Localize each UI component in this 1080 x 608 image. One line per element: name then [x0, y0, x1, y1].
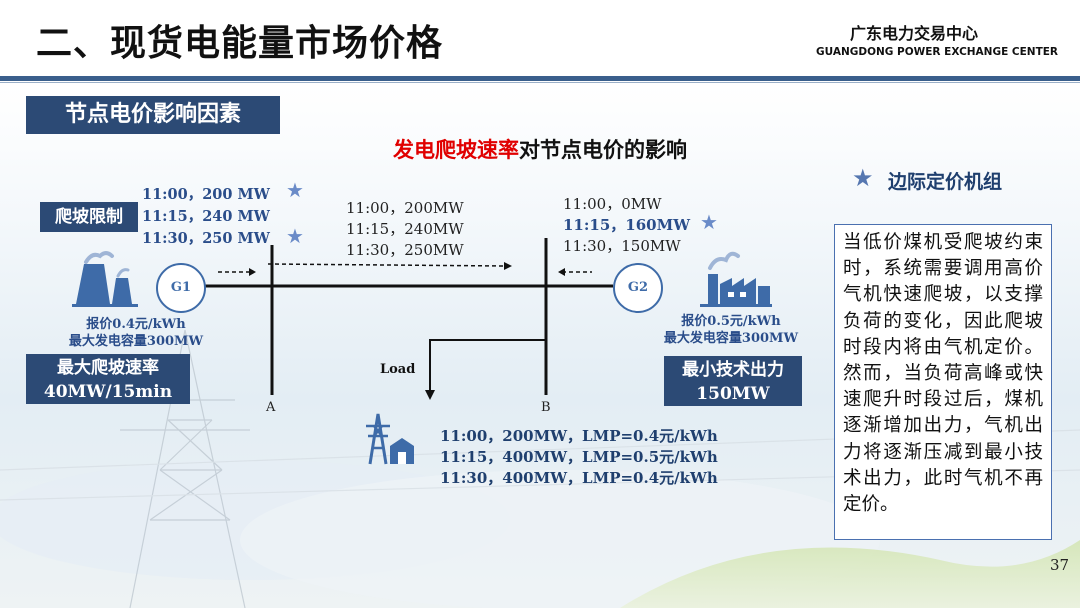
load-label: Load: [380, 362, 416, 377]
generator-g2: G2: [613, 263, 663, 313]
line-flow-row: 11:15，240MW: [346, 220, 464, 238]
diagram-heading: 发电爬坡速率对节点电价的影响: [0, 134, 1080, 164]
load-schedule-row: 11:15，400MW，LMP=0.5元/kWh: [440, 448, 718, 466]
gas-plant-icon: [700, 251, 772, 307]
section-label: 节点电价影响因素: [26, 96, 280, 134]
node-a-label: A: [266, 400, 276, 415]
min-output-value: 150MW: [696, 384, 770, 404]
load-schedule-row: 11:30，400MW，LMP=0.4元/kWh: [440, 469, 718, 487]
g2-info: 报价0.5元/kWh 最大发电容量300MW: [658, 313, 804, 347]
min-output-box: 最小技术出力 150MW: [664, 356, 802, 406]
line-flow-schedule: 11:00，200MW 11:15，240MW 11:30，250MW: [346, 198, 464, 261]
g1-schedule-row: 11:00，200 MW: [142, 186, 270, 203]
line-flow-row: 11:30，250MW: [346, 241, 464, 259]
g1-capacity: 最大发电容量300MW: [68, 334, 204, 349]
page-number: 37: [1050, 556, 1070, 574]
star-icon: ★: [286, 178, 304, 202]
header-divider: [0, 76, 1080, 81]
g1-schedule: 11:00，200 MW 11:15，240 MW 11:30，250 MW: [142, 184, 270, 250]
explanation-box: 当低价煤机受爬坡约束时，系统需要调用高价气机快速爬坡，以支撑负荷的变化，因此爬坡…: [834, 224, 1052, 540]
g1-info: 报价0.4元/kWh 最大发电容量300MW: [38, 316, 234, 350]
ramp-limit-label: 爬坡限制: [40, 202, 138, 232]
load-schedule-row: 11:00，200MW，LMP=0.4元/kWh: [440, 427, 718, 445]
header-divider-thin: [0, 82, 1080, 83]
g2-price: 报价0.5元/kWh: [681, 314, 781, 329]
max-ramp-box: 最大爬坡速率 40MW/15min: [26, 354, 190, 404]
load-tower-icon: [366, 413, 414, 465]
g1-schedule-row: 11:15，240 MW: [142, 208, 270, 225]
line-flow-row: 11:00，200MW: [346, 199, 464, 217]
star-icon: ★: [286, 224, 304, 248]
coal-plant-icon: [72, 251, 138, 307]
star-icon: ★: [700, 210, 718, 234]
g1-price: 报价0.4元/kWh: [86, 317, 186, 332]
g2-schedule-row: 11:15，160MW: [563, 216, 691, 234]
legend-label: 边际定价机组: [888, 171, 1003, 193]
generator-g1: G1: [156, 263, 206, 313]
g2-schedule-row: 11:00，0MW: [563, 195, 662, 213]
g2-capacity: 最大发电容量300MW: [663, 331, 799, 346]
g1-schedule-row: 11:30，250 MW: [142, 230, 270, 247]
heading-rest: 对节点电价的影响: [519, 138, 687, 162]
g2-schedule: 11:00，0MW 11:15，160MW 11:30，150MW: [563, 194, 690, 257]
star-icon: ★: [852, 164, 874, 192]
max-ramp-value: 40MW/15min: [43, 382, 173, 402]
min-output-title: 最小技术出力: [682, 360, 784, 380]
node-b-label: B: [541, 400, 551, 415]
org-name-en: GUANGDONG POWER EXCHANGE CENTER: [816, 46, 1059, 58]
max-ramp-title: 最大爬坡速率: [57, 358, 159, 378]
g2-schedule-row: 11:30，150MW: [563, 237, 681, 255]
heading-highlight: 发电爬坡速率: [393, 138, 519, 162]
org-name-cn: 广东电力交易中心: [850, 24, 979, 43]
page-title: 二、现货电能量市场价格: [36, 23, 444, 64]
load-schedule: 11:00，200MW，LMP=0.4元/kWh 11:15，400MW，LMP…: [440, 426, 718, 489]
